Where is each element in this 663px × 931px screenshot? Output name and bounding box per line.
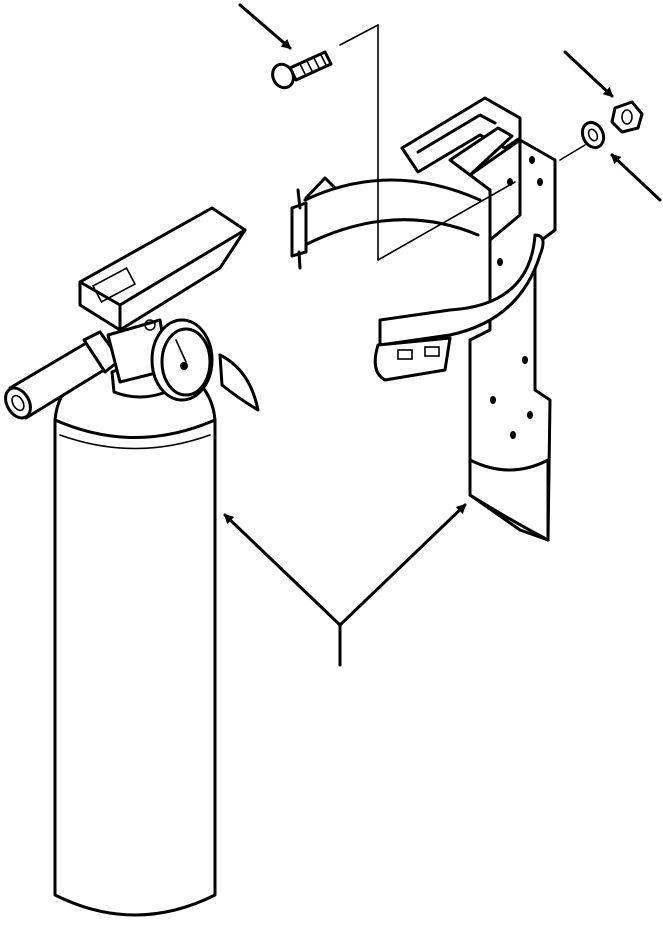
bracket-callout-arrow [338,503,467,627]
bracket-alignment-line [377,181,516,261]
bracket-hole-2 [537,178,543,186]
strap-front-band [378,233,545,347]
gauge-pivot [180,362,188,370]
latch-pin-top [296,188,302,210]
bracket-hole-6 [522,356,528,364]
bolt [271,50,333,90]
top-hook-slot [416,113,497,154]
washer-hole [587,128,599,142]
nut-hole [621,109,633,125]
extinguisher-callout-arrow [223,513,342,627]
gauge-needle [175,339,187,363]
carry-handle [78,206,247,332]
nut [610,100,644,134]
strap-back-arc-lower [303,218,480,247]
bolt-shank [288,50,333,82]
bracket-hole-1 [529,156,535,164]
bracket-hole-4 [497,258,503,266]
shoulder-seam [59,434,211,450]
bracket-slot-tab [448,126,514,177]
strap-latch [290,201,308,258]
bracket-lower-cradle [468,458,550,542]
strap-slot-1 [397,349,413,360]
fire-extinguisher [4,206,260,917]
bolt-centerline [339,24,379,46]
cylinder-body [53,418,217,917]
washer-ring [580,120,606,150]
washer [580,120,606,150]
bracket-hole-9 [527,411,533,419]
nut-hex [610,100,644,134]
bracket-top-hook [400,96,522,174]
nozzle-opening [11,394,25,412]
bolt-thread [299,54,327,75]
handle-label-plate [91,267,137,303]
washer-callout-arrow [610,153,662,202]
nozzle-tip [4,386,32,420]
latch-clip [304,176,337,200]
bolt-callout-arrow [238,3,292,50]
nut-callout-arrow [563,50,614,98]
squeeze-lever [218,353,260,412]
latch-pin-bottom [297,250,302,270]
retaining-strap [290,176,545,382]
bracket-fold-line [488,138,522,242]
strap-slot-2 [424,346,440,357]
washer-centerline [559,144,586,161]
callouts [223,3,662,667]
bracket-hole-8 [510,431,516,439]
bolt-head [271,62,295,90]
valve-pin [144,319,156,331]
strap-back-arc [303,178,482,202]
bracket-hole-7 [490,396,496,404]
assembly-lines [339,24,586,261]
